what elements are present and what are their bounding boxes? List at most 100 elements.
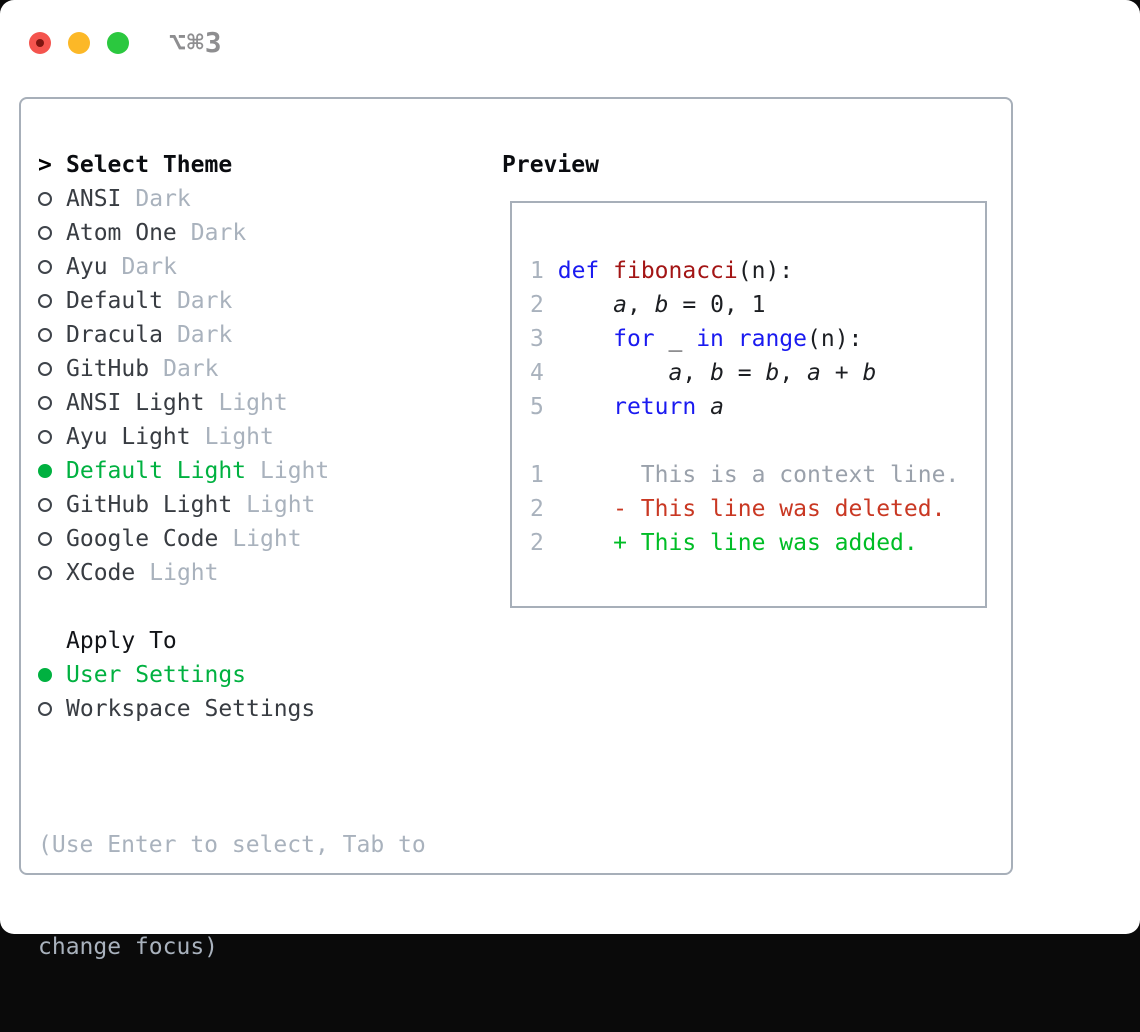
radio-marker: [38, 254, 66, 280]
radio-icon: [38, 260, 52, 274]
code-token-variable: a: [613, 292, 627, 318]
apply-option[interactable]: User Settings: [38, 658, 426, 692]
code-line: 3 for _ in range(n):: [530, 322, 985, 356]
apply-to-header: Apply To: [38, 624, 426, 658]
apply-option-label: Workspace Settings: [66, 696, 316, 722]
hint-line: change focus): [38, 934, 219, 960]
code-line: 5 return a: [530, 390, 985, 424]
radio-marker: [38, 526, 66, 552]
code-token-plain: =: [723, 360, 766, 386]
select-theme-title: Select Theme: [66, 152, 233, 178]
code-token-function: fibonacci: [613, 258, 738, 284]
theme-name: Default: [66, 288, 163, 314]
hint-text: (Use Enter to select, Tab to change focu…: [38, 760, 426, 1032]
theme-variant-tag: Light: [218, 390, 288, 416]
theme-name: XCode: [66, 560, 136, 586]
code-token-plain: = 0, 1: [668, 292, 766, 318]
radio-icon: [38, 464, 52, 478]
radio-marker: [38, 390, 66, 416]
theme-option[interactable]: Default Light Light: [38, 454, 426, 488]
code-line: 4 a, b = b, a + b: [530, 356, 985, 390]
radio-icon: [38, 362, 52, 376]
code-token-variable: b: [654, 292, 669, 318]
radio-icon: [38, 532, 52, 546]
minimize-button[interactable]: [68, 31, 90, 54]
radio-icon: [38, 566, 52, 580]
theme-option[interactable]: XCode Light: [38, 556, 426, 590]
theme-variant-tag: Dark: [190, 220, 247, 246]
radio-marker: [38, 356, 66, 382]
code-token-keyword: return: [613, 394, 697, 420]
code-token-variable: b: [710, 360, 724, 386]
theme-name: Ayu: [66, 254, 108, 280]
apply-option-label: User Settings: [66, 662, 247, 688]
radio-icon: [38, 702, 52, 716]
titlebar: ⌥⌘3: [29, 26, 223, 59]
radio-icon: [38, 396, 52, 410]
theme-name: Ayu Light: [66, 424, 191, 450]
line-number: 3: [530, 326, 544, 352]
radio-icon: [38, 498, 52, 512]
theme-name: Default Light: [66, 458, 247, 484]
code-token-plain: [558, 360, 669, 386]
theme-option[interactable]: Default Dark: [38, 284, 426, 318]
theme-option[interactable]: Ayu Light Light: [38, 420, 426, 454]
close-button[interactable]: [29, 31, 51, 54]
code-token-variable: a: [668, 360, 683, 386]
preview-title: Preview: [502, 152, 599, 178]
code-space: [544, 394, 558, 420]
theme-name: Atom One: [66, 220, 177, 246]
theme-variant-tag: Light: [204, 424, 274, 450]
code-space: [544, 292, 558, 318]
code-token-plain: (n):: [807, 326, 863, 352]
code-token-variable: a: [710, 394, 724, 420]
code-space: [544, 360, 558, 386]
code-token-keyword: for: [613, 326, 655, 352]
theme-variant-tag: Light: [246, 492, 316, 518]
blank-line: [530, 424, 985, 458]
radio-icon: [38, 294, 52, 308]
code-token-keyword: in: [696, 326, 724, 352]
code-token-plain: [696, 394, 710, 420]
radio-marker: [38, 560, 66, 586]
preview-header: Preview: [502, 148, 987, 182]
radio-icon: [38, 192, 52, 206]
theme-option[interactable]: Atom One Dark: [38, 216, 426, 250]
line-number: 1: [530, 462, 544, 488]
radio-icon: [38, 328, 52, 342]
diff-text: This is a context line.: [543, 462, 960, 488]
window-title: ⌥⌘3: [169, 26, 223, 59]
diff-line: 1 This is a context line.: [530, 458, 985, 492]
spacer: [38, 726, 426, 760]
theme-variant-tag: Light: [149, 560, 219, 586]
apply-option[interactable]: Workspace Settings: [38, 692, 426, 726]
theme-variant-tag: Dark: [176, 288, 233, 314]
code-token-plain: [599, 258, 613, 284]
radio-marker: [38, 186, 66, 212]
radio-marker: [38, 696, 66, 722]
preview-box: 1 def fibonacci (n): 2 a, b = 0, 1 3 for _ …: [510, 201, 987, 608]
code-token-plain: ,: [626, 292, 655, 318]
line-number: 4: [530, 360, 544, 386]
code-space: [544, 326, 558, 352]
theme-variant-tag: Dark: [135, 186, 191, 212]
radio-marker: [38, 662, 66, 688]
line-number: 2: [530, 292, 544, 318]
code-token-keyword: def: [557, 258, 600, 284]
code-token-plain: [558, 394, 613, 420]
theme-variant-tag: Light: [260, 458, 330, 484]
radio-marker: [38, 322, 66, 348]
maximize-button[interactable]: [107, 31, 129, 54]
